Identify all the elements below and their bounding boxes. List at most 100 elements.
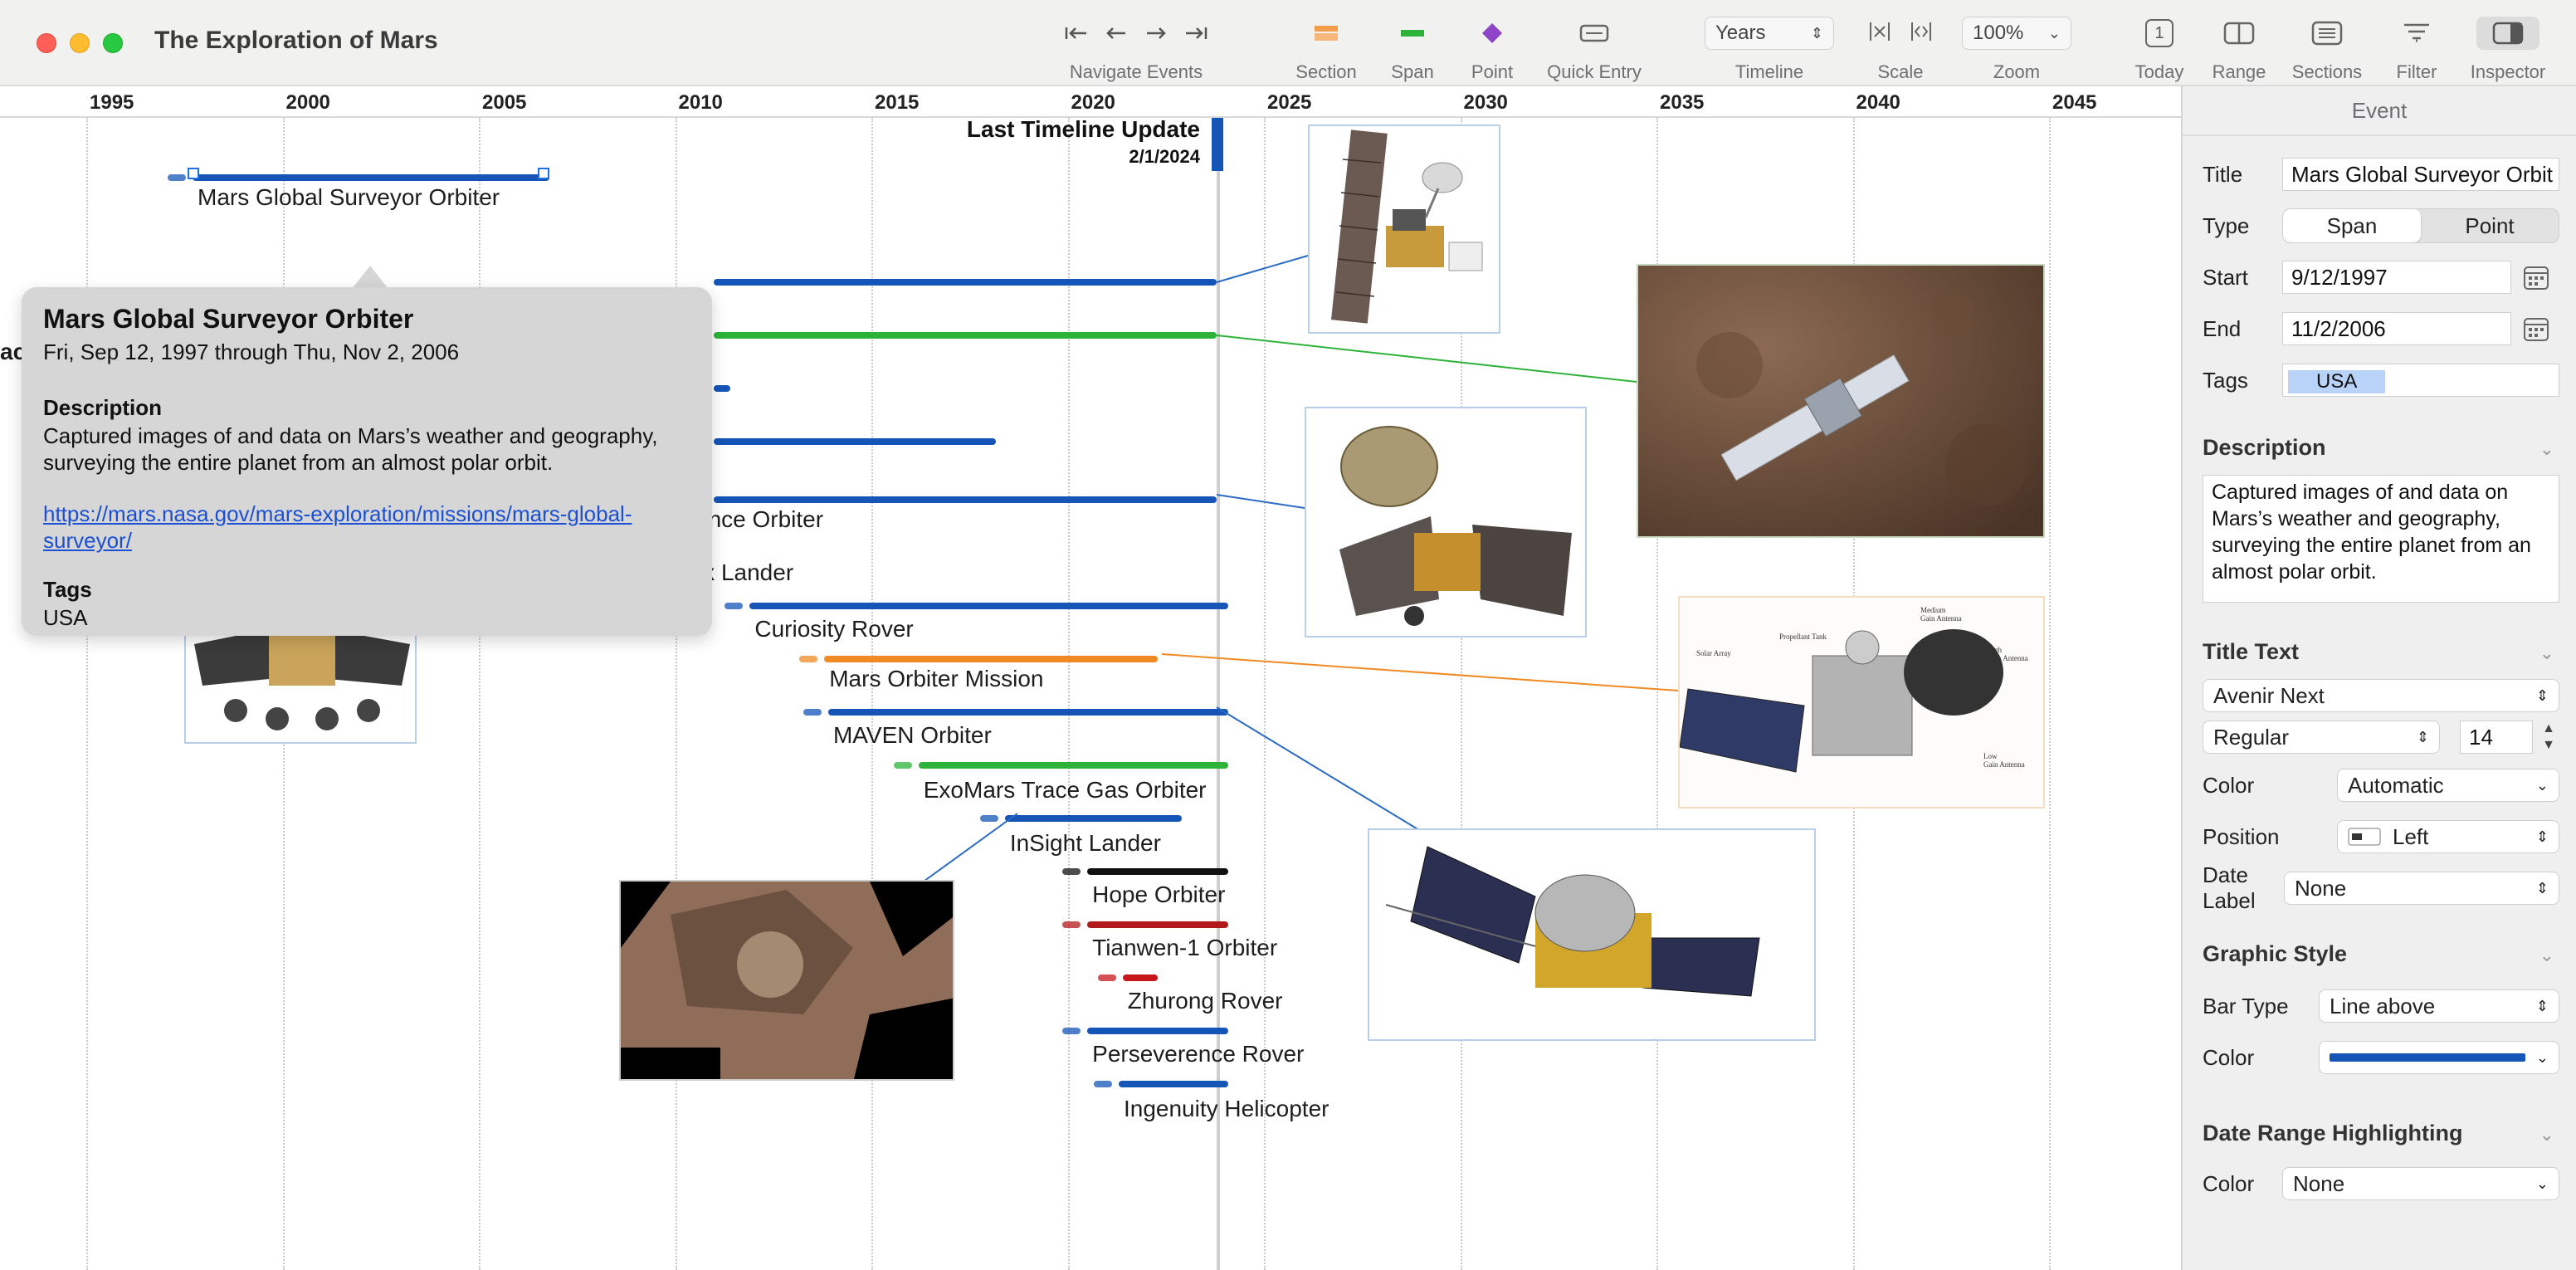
font-size-field[interactable]: 14 [2460,720,2533,754]
type-segmented-control[interactable]: Span Point [2282,208,2559,243]
date-range-color-popup[interactable]: None ⌄ [2282,1167,2559,1200]
description-textarea[interactable]: Captured images of and data on Mars’s we… [2203,475,2559,603]
event-label[interactable]: Mars Global Surveyor Orbiter [198,184,500,210]
position-popup[interactable]: Left ⇕ [2337,820,2559,853]
event-bar[interactable] [1087,868,1229,875]
event-bar[interactable] [1087,1028,1229,1034]
chevron-down-icon[interactable]: ⌄ [2539,1124,2554,1145]
quick-entry-button[interactable]: Quick Entry [1540,15,1648,83]
event-label[interactable]: MAVEN Orbiter [832,722,992,748]
next-event-button[interactable] [1139,18,1173,48]
year-gridline [1264,118,1266,1270]
event-label[interactable]: Mars Orbiter Mission [829,666,1044,691]
scale-expand-button[interactable] [1909,19,1934,48]
title-label: Title [2203,161,2243,187]
spacecraft-diagram-image: Solar Array Propellant Tank Medium Gain … [1680,598,2043,807]
event-bar-row6[interactable] [714,438,996,445]
event-label[interactable]: ence Orbiter [695,506,824,532]
popover-link[interactable]: https://mars.nasa.gov/mars-exploration/m… [43,501,632,553]
title-field[interactable]: Mars Global Surveyor Orbit [2282,158,2559,191]
zoom-popup[interactable]: 100% ⌄ [1962,17,2071,50]
insight-photo[interactable] [619,880,954,1081]
event-bar[interactable] [1087,921,1229,928]
section-button[interactable]: Section [1291,15,1361,83]
chevron-down-icon[interactable]: ⌄ [2539,945,2554,965]
filter-button[interactable]: Filter [2382,15,2452,83]
inspector-toggle[interactable] [2476,17,2539,50]
date-label-popup[interactable]: None ⇕ [2284,872,2559,905]
mars-odyssey-photo[interactable] [1637,264,2045,538]
date-range-section-title[interactable]: Date Range Highlighting [2203,1121,2463,1145]
event-label[interactable]: Curiosity Rover [754,616,914,642]
sections-list-icon [2311,21,2343,46]
mom-diagram-photo[interactable]: Solar Array Propellant Tank Medium Gain … [1678,596,2045,808]
resize-handle-start[interactable] [188,168,199,179]
event-bar[interactable] [824,656,1159,662]
mro-photo[interactable] [1305,407,1587,637]
event-popover[interactable]: Mars Global Surveyor Orbiter Fri, Sep 12… [22,287,712,636]
point-button[interactable]: Point [1459,15,1525,83]
end-date-field[interactable]: 11/2/2006 [2282,312,2511,345]
text-color-popup[interactable]: Automatic ⌄ [2337,769,2559,802]
event-label[interactable]: Perseverence Rover [1092,1041,1305,1067]
event-label[interactable]: Ingenuity Helicopter [1123,1096,1329,1121]
calendar-icon[interactable] [2523,315,2549,342]
event-bar-row4[interactable] [714,332,1217,339]
event-label[interactable]: Hope Orbiter [1092,882,1226,907]
bar-color-popup[interactable]: ⌄ [2319,1041,2559,1074]
event-bar[interactable] [192,174,550,181]
year-gridline [675,118,677,1270]
event-bar[interactable] [749,603,1229,609]
calendar-icon[interactable] [2523,264,2549,291]
maven-photo[interactable] [1368,828,1816,1041]
zoom-window-button[interactable] [103,33,123,53]
type-point-option[interactable]: Point [2465,212,2515,238]
event-bar[interactable] [1004,815,1182,822]
description-section-title[interactable]: Description [2203,435,2326,460]
event-label[interactable]: ExoMars Trace Gas Orbiter [923,777,1207,803]
chevron-down-icon[interactable]: ⌄ [2539,438,2554,459]
range-label: Range [2212,61,2266,82]
last-event-button[interactable] [1179,18,1212,48]
previous-event-button[interactable] [1100,18,1133,48]
mgs-orbiter-photo[interactable] [1308,125,1500,334]
font-family-popup[interactable]: Avenir Next ⇕ [2203,679,2559,712]
diagram-label-gain-antenna: Gain Antenna [1920,614,1962,623]
tags-field[interactable]: USA [2282,364,2559,397]
event-label[interactable]: Tianwen-1 Orbiter [1092,935,1278,960]
title-text-section-title[interactable]: Title Text [2203,639,2300,664]
event-bar[interactable] [1118,1081,1229,1087]
minimize-window-button[interactable] [70,33,90,53]
event-bar[interactable] [827,709,1229,716]
tag-token[interactable]: USA [2288,370,2386,393]
event-bar[interactable] [1122,974,1159,981]
timeline-unit-popup[interactable]: Years ⇕ [1705,17,1834,50]
type-span-option[interactable]: Span [2283,209,2421,242]
up-down-chevron-icon: ⇕ [2535,997,2549,1014]
resize-handle-end[interactable] [538,168,549,179]
event-bar-row3[interactable] [714,279,1217,286]
event-label[interactable]: InSight Lander [1009,830,1161,856]
event-label[interactable]: Zhurong Rover [1127,988,1283,1014]
graphic-style-section-title[interactable]: Graphic Style [2203,941,2348,966]
font-weight-popup[interactable]: Regular ⇕ [2203,720,2440,754]
inspector-button[interactable]: Inspector [2463,15,2553,83]
start-row: Start 9/12/1997 [2203,259,2559,296]
today-button[interactable]: 1 Today [2125,15,2194,83]
scale-shrink-button[interactable] [1867,19,1892,48]
font-size-stepper[interactable]: ▲▼ [2542,721,2555,752]
event-bar-row5[interactable] [714,385,730,392]
event-bar[interactable] [918,762,1229,769]
first-event-button[interactable] [1060,18,1093,48]
sections-button[interactable]: Sections [2286,15,2369,83]
span-button[interactable]: Span [1379,15,1446,83]
chevron-down-icon[interactable]: ⌄ [2539,642,2554,663]
start-date-field[interactable]: 9/12/1997 [2282,261,2511,294]
last-update-marker[interactable] [1212,118,1223,171]
bar-type-popup[interactable]: Line above ⇕ [2319,989,2559,1023]
event-bar[interactable] [714,496,1217,503]
range-button[interactable]: Range [2204,15,2274,83]
close-window-button[interactable] [37,33,56,53]
